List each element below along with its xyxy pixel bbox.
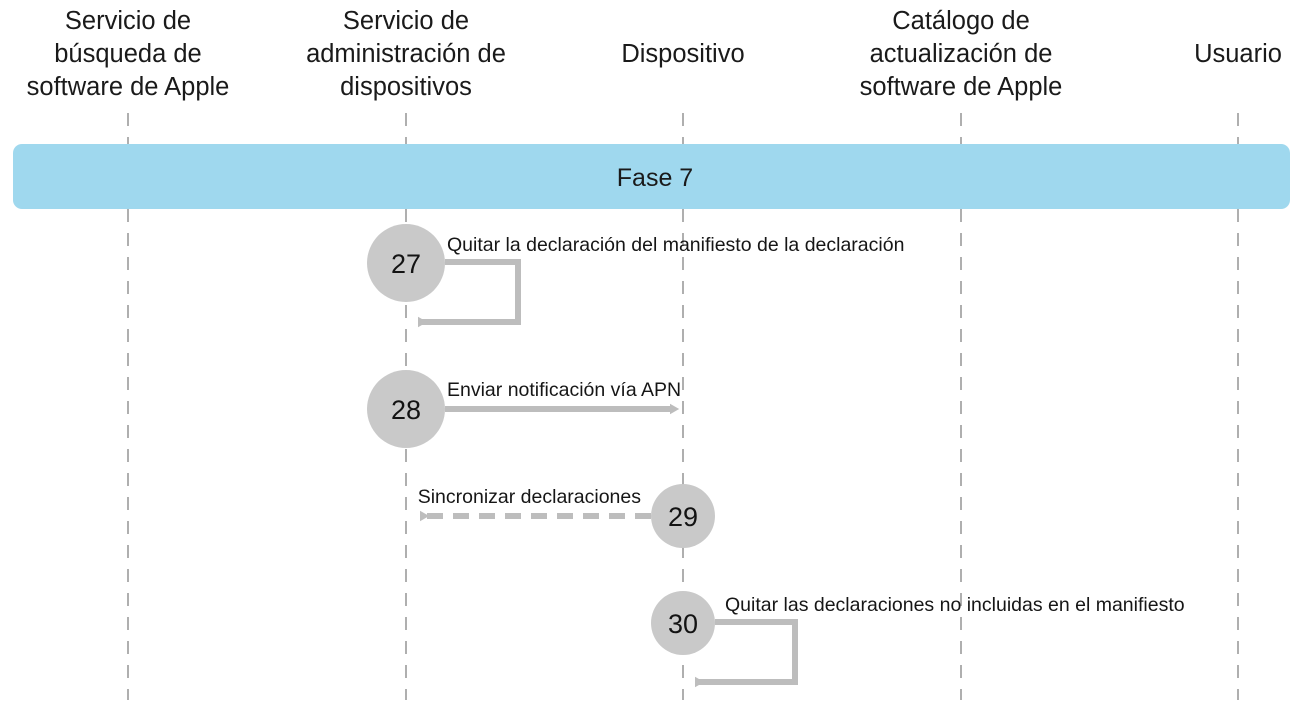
phase-banner-background — [13, 144, 1290, 209]
lane-title-line: software de Apple — [27, 73, 230, 101]
step-30-number: 30 — [668, 609, 698, 639]
step-29-badge — [651, 484, 715, 548]
lane-header-device-management-service: Servicio de administración de dispositiv… — [306, 7, 506, 101]
lane-title-line: actualización de — [870, 40, 1053, 68]
lane-title-line: administración de — [306, 40, 506, 68]
lane-title-line: Usuario — [1194, 40, 1282, 68]
lane-headers: Servicio de búsqueda de software de Appl… — [27, 7, 1282, 101]
step-29: 29 Sincronizar declaraciones — [418, 484, 715, 548]
phase-banner-label: Fase 7 — [617, 164, 693, 192]
lane-header-device: Dispositivo — [621, 40, 744, 68]
lifelines — [127, 113, 1239, 700]
step-30-label: Quitar las declaraciones no incluidas en… — [725, 594, 1185, 616]
step-27-self-loop-arrow — [418, 259, 521, 328]
lane-title-line: software de Apple — [860, 73, 1063, 101]
step-29-label: Sincronizar declaraciones — [418, 486, 642, 508]
step-28: 28 Enviar notificación vía APN — [367, 370, 681, 448]
lane-title-line: Servicio de — [65, 7, 191, 35]
phase-banner: Fase 7 — [13, 144, 1290, 209]
step-28-number: 28 — [391, 395, 421, 425]
lane-header-user: Usuario — [1194, 40, 1282, 68]
lane-header-apple-software-lookup-service: Servicio de búsqueda de software de Appl… — [27, 7, 230, 101]
step-27-number: 27 — [391, 249, 421, 279]
lane-title-line: Catálogo de — [892, 7, 1030, 35]
lane-title-line: Dispositivo — [621, 40, 744, 68]
step-30-self-loop-arrow — [695, 619, 798, 688]
step-29-number: 29 — [668, 502, 698, 532]
lane-title-line: búsqueda de — [54, 40, 201, 68]
lane-title-line: dispositivos — [340, 73, 472, 101]
step-28-badge — [367, 370, 445, 448]
lane-title-line: Servicio de — [343, 7, 469, 35]
lane-header-apple-software-update-catalog: Catálogo de actualización de software de… — [860, 7, 1063, 101]
step-28-label: Enviar notificación vía APN — [447, 379, 681, 401]
step-27: 27 Quitar la declaración del manifiesto … — [367, 224, 904, 328]
step-27-label: Quitar la declaración del manifiesto de … — [447, 234, 904, 256]
step-30: 30 Quitar las declaraciones no incluidas… — [651, 591, 1185, 688]
step-27-badge — [367, 224, 445, 302]
step-30-badge — [651, 591, 715, 655]
